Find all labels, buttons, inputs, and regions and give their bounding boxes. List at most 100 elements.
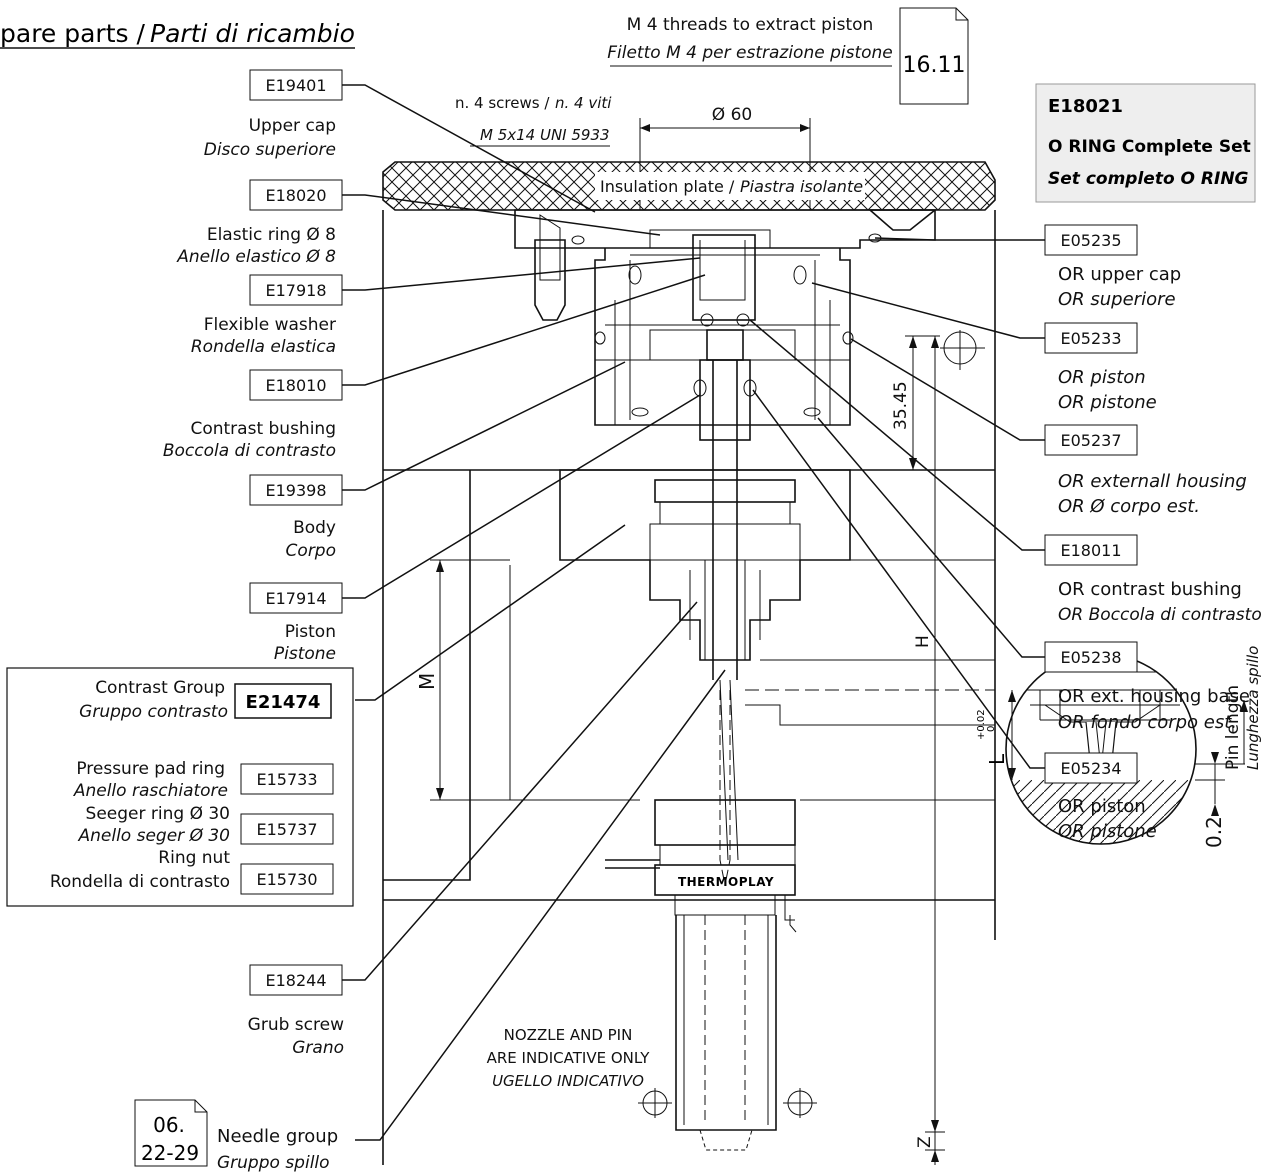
- part-name-it: Rondella di contrasto: [50, 872, 230, 892]
- part-code: E17918: [265, 281, 326, 300]
- screws-note: n. 4 screws / n. 4 viti M 5x14 UNI 5933: [455, 94, 612, 147]
- extract-thread-it: Filetto M 4 per estrazione pistone: [607, 43, 893, 63]
- part-name-it: Pistone: [274, 644, 336, 664]
- part-name-en: OR piston: [1058, 796, 1146, 817]
- leader-lines: [342, 84, 1045, 1141]
- nozzle-note-1: NOZZLE AND PIN: [504, 1026, 633, 1044]
- dim-l-label: L: [985, 753, 1009, 765]
- part-e15730[interactable]: Ring nut Rondella di contrasto E15730: [50, 848, 334, 895]
- extract-thread-en: M 4 threads to extract piston: [627, 15, 874, 35]
- part-name-en: Piston: [285, 622, 336, 642]
- insulation-it: Piastra isolante: [740, 177, 863, 196]
- part-name-it: Anello seger Ø 30: [78, 826, 231, 846]
- brand-label: THERMOPLAY: [678, 875, 774, 889]
- screws-en: n. 4 screws /: [455, 94, 550, 112]
- part-e05237[interactable]: E05237 OR externall housing OR Ø corpo e…: [1044, 424, 1247, 517]
- part-e17914[interactable]: E17914 Piston Pistone: [249, 582, 343, 664]
- dimension-35-45: 35.45: [891, 335, 940, 470]
- part-name-en: Grub screw: [248, 1015, 344, 1035]
- part-e05234[interactable]: E05234 OR piston OR pistone: [1044, 752, 1157, 842]
- part-e18010[interactable]: E18010 Contrast bushing Boccola di contr…: [163, 369, 343, 461]
- part-e18244[interactable]: E18244 Grub screw Grano: [248, 964, 344, 1058]
- mold-outline: [382, 210, 996, 1165]
- part-e05238[interactable]: E05238 OR ext. housing base OR fondo cor…: [1044, 641, 1250, 733]
- diameter-label: Ø 60: [712, 105, 752, 125]
- part-name-it: Anello raschiatore: [73, 781, 228, 801]
- screws-it: n. 4 viti: [555, 94, 612, 112]
- part-name-it: OR fondo corpo est.: [1058, 712, 1237, 733]
- part-code: E18011: [1060, 541, 1121, 560]
- part-code: E17914: [265, 589, 326, 608]
- part-name-en: OR piston: [1058, 367, 1146, 388]
- title-en: pare parts /: [0, 19, 145, 48]
- part-e19398[interactable]: E19398 Body Corpo: [249, 474, 343, 561]
- needle: [712, 360, 739, 881]
- part-code: E05237: [1060, 431, 1121, 450]
- part-name-it: OR pistone: [1058, 821, 1157, 842]
- pin-length-en: Pin length: [1223, 685, 1243, 770]
- page-ref-16-11-text: 16.11: [903, 53, 966, 78]
- part-e18011[interactable]: E18011 OR contrast bushing OR Boccola di…: [1044, 534, 1262, 625]
- insulation-plate: Insulation plate / Piastra isolante: [382, 161, 996, 211]
- part-name-en: OR ext. housing base: [1058, 686, 1250, 707]
- dim-h-label: H: [913, 635, 933, 648]
- nozzle-note: NOZZLE AND PIN ARE INDICATIVE ONLY UGELL…: [487, 1026, 651, 1090]
- needle-group-ref-2: 22-29: [141, 1141, 199, 1165]
- part-e15733[interactable]: Pressure pad ring Anello raschiatore E15…: [73, 759, 334, 801]
- part-name-it: Boccola di contrasto: [163, 441, 336, 461]
- dim-l-tol-plus: +0.02: [976, 709, 987, 740]
- part-name-it: Anello elastico Ø 8: [176, 247, 336, 267]
- pin-length-it: Lunghezza spillo: [1244, 646, 1262, 770]
- part-code: E19398: [265, 481, 326, 500]
- page-ref-16-11[interactable]: 16.11: [899, 7, 969, 105]
- part-name-it: Grano: [292, 1038, 344, 1058]
- part-e19401[interactable]: E19401 Upper cap Disco superiore: [204, 69, 343, 160]
- part-name-en: Elastic ring Ø 8: [207, 225, 336, 245]
- part-e05233[interactable]: E05233 OR piston OR pistone: [1044, 322, 1157, 413]
- actuator-assembly: [514, 209, 938, 441]
- dimension-m: M: [415, 559, 510, 801]
- dim-gap-label: 0.2: [1202, 816, 1226, 848]
- part-code: E15730: [256, 870, 317, 889]
- dim-z-label: Z: [915, 1136, 935, 1148]
- part-e15737[interactable]: Seeger ring Ø 30 Anello seger Ø 30 E1573…: [78, 804, 334, 846]
- part-code: E05233: [1060, 329, 1121, 348]
- o-ring-set-box[interactable]: E18021 O RING Complete Set Set completo …: [1035, 83, 1256, 203]
- part-name-en: Body: [293, 518, 336, 538]
- part-name-en: OR contrast bushing: [1058, 579, 1242, 600]
- nozzle-note-3: UGELLO INDICATIVO: [492, 1072, 644, 1090]
- dimension-h: H: [913, 336, 939, 1165]
- contrast-group-it: Gruppo contrasto: [79, 702, 228, 722]
- o-ring-set-code: E18021: [1048, 96, 1123, 117]
- part-name-it: OR pistone: [1058, 392, 1157, 413]
- part-name-it: OR superiore: [1058, 289, 1176, 310]
- nozzle: THERMOPLAY: [605, 799, 797, 1151]
- o-ring-set-it: Set completo O RING: [1048, 169, 1249, 189]
- needle-group-en: Needle group: [217, 1126, 338, 1147]
- part-name-en: OR externall housing: [1058, 471, 1247, 492]
- part-name-en: Upper cap: [249, 116, 336, 136]
- part-name-en: Ring nut: [158, 848, 230, 868]
- center-marks: [638, 330, 985, 1118]
- insulation-en: Insulation plate /: [600, 177, 735, 196]
- part-e05235[interactable]: E05235 OR upper cap OR superiore: [1044, 224, 1181, 310]
- part-name-it: Disco superiore: [204, 140, 336, 160]
- part-e18020[interactable]: E18020 Elastic ring Ø 8 Anello elastico …: [176, 179, 343, 267]
- needle-group[interactable]: 06. 22-29 Needle group Gruppo spillo: [134, 1099, 338, 1172]
- part-name-it: Corpo: [286, 541, 336, 561]
- part-name-it: OR Boccola di contrasto: [1058, 605, 1262, 625]
- extract-thread-note: M 4 threads to extract piston Filetto M …: [607, 15, 893, 67]
- contrast-group-en: Contrast Group: [95, 678, 225, 698]
- screws-spec: M 5x14 UNI 5933: [480, 126, 610, 144]
- o-ring-set-en: O RING Complete Set: [1048, 137, 1251, 157]
- contrast-group-code: E21474: [246, 692, 321, 713]
- part-name-en: Flexible washer: [204, 315, 336, 335]
- part-name-en: Seeger ring Ø 30: [86, 804, 230, 824]
- title-it: Parti di ricambio: [150, 19, 355, 48]
- part-code: E05234: [1060, 759, 1121, 778]
- part-code: E18244: [265, 971, 326, 990]
- part-e17918[interactable]: E17918 Flexible washer Rondella elastica: [191, 274, 343, 357]
- part-code: E05238: [1060, 648, 1121, 667]
- part-code: E18020: [265, 186, 326, 205]
- part-name-it: OR Ø corpo est.: [1058, 496, 1200, 517]
